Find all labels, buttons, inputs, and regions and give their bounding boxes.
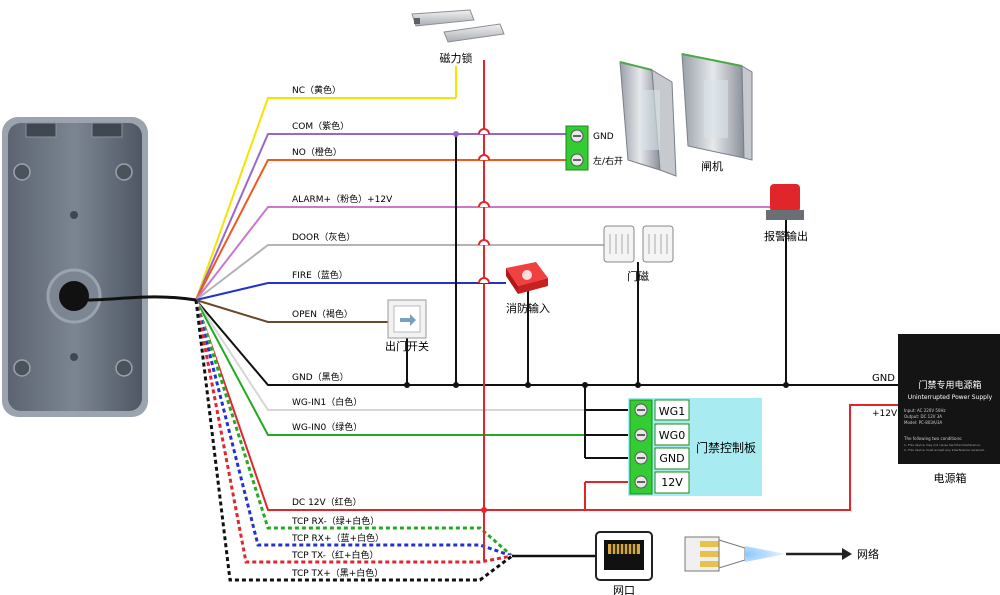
wire-label-wg-in1: WG-IN1（白色） <box>292 396 362 408</box>
gnd-bus <box>406 134 787 459</box>
psu-spec-2: Model: PC-803A/3A <box>904 420 943 425</box>
wire-label-alarm: ALARM+（粉色）+12V <box>292 193 393 205</box>
wire-label-gnd: GND（黑色） <box>292 371 349 383</box>
wire-tcp-tx-minus <box>194 299 513 564</box>
maglock-label: 磁力锁 <box>440 51 473 65</box>
power-box-label: 电源箱 <box>934 471 967 485</box>
reader-cable <box>87 295 197 302</box>
alarm-siren: 报警输出 <box>764 184 808 243</box>
wire-wg-in1 <box>195 299 630 411</box>
wire-gnd <box>195 299 898 386</box>
fire-call-point: 消防输入 <box>506 262 550 315</box>
controller-pin-wg0: WG0 <box>659 429 685 442</box>
wire-dc12v <box>195 299 484 511</box>
wire-label-fire: FIRE（蓝色） <box>292 269 348 281</box>
psu-spec-1: Output: DC 12V 3A <box>904 414 942 419</box>
alarm-label: 报警输出 <box>764 229 808 243</box>
wire-alarm <box>195 206 770 301</box>
psu-spec-0: Input: AC 220V 50Hz <box>904 408 946 413</box>
hop-marks <box>478 128 490 284</box>
wire-label-nc: NC（黄色） <box>292 84 341 96</box>
controller-pin-wg1: WG1 <box>659 405 685 418</box>
gate-terminal: GND 左/右开 <box>565 125 623 171</box>
psu-title-en: Uninterrupted Power Supply <box>908 394 993 401</box>
wire-label-com: COM（紫色） <box>292 120 349 132</box>
wire-tcp-rx-minus <box>194 299 513 558</box>
wire-label-door: DOOR（灰色） <box>292 231 355 243</box>
network-port: 网口 <box>595 531 653 595</box>
psu-note-1: 2. This device must accept any interfere… <box>904 448 985 452</box>
gate-terminal-side: 左/右开 <box>593 155 623 167</box>
magnetic-lock: 磁力锁 <box>411 9 505 65</box>
wire-wg-in0 <box>195 299 630 436</box>
psu-title-cn: 门禁专用电源箱 <box>918 379 981 391</box>
wire-label-open: OPEN（褐色） <box>292 308 353 320</box>
power-supply-box: 门禁专用电源箱 Uninterrupted Power Supply Input… <box>872 334 1000 485</box>
wire-open <box>195 299 388 323</box>
wire-tcp-rx-plus <box>194 299 513 558</box>
wire-nc <box>195 97 456 301</box>
controller-title: 门禁控制板 <box>696 440 756 455</box>
exit-button: 出门开关 <box>385 299 429 353</box>
network-label: 网络 <box>857 547 879 561</box>
door-sensor-label: 门磁 <box>627 269 649 283</box>
psu-note: The following two conditions: <box>903 436 962 441</box>
power-gnd-label: GND <box>872 373 895 384</box>
wire-door <box>195 244 604 301</box>
turnstile-gate: 闸机 <box>619 53 753 177</box>
wire-fire <box>195 282 506 301</box>
controller-pin-12v: 12V <box>661 476 683 489</box>
fire-label: 消防输入 <box>506 301 550 315</box>
wire-tcp-tx-plus <box>194 299 513 582</box>
door-sensor: 门磁 <box>603 225 674 283</box>
wire-harness: NC（黄色） COM（紫色） NO（橙色） ALARM+（粉色）+12V DOOR（灰色… <box>194 84 898 582</box>
wire-com <box>195 133 566 301</box>
controller-pin-gnd: GND <box>659 452 684 465</box>
exit-button-label: 出门开关 <box>385 339 429 353</box>
wire-label-tcp-tx-minus: TCP TX-（红+白色） <box>291 549 379 561</box>
power-12v-label: +12V <box>872 409 898 419</box>
network-port-label: 网口 <box>613 584 635 595</box>
gate-label: 闸机 <box>701 159 723 173</box>
gate-terminal-gnd: GND <box>593 132 614 142</box>
access-controller: WG1 WG0 GND 12V 门禁控制板 <box>628 398 762 496</box>
wire-no <box>195 159 566 301</box>
psu-note-0: 1. This device may not cause harmful int… <box>904 443 981 447</box>
wire-label-tcp-rx-plus: TCP RX+（蓝+白色） <box>291 532 384 544</box>
wire-label-no: NO（橙色） <box>292 146 342 158</box>
rj45-plug: 网络 <box>684 536 879 572</box>
wire-label-dc12v: DC 12V（红色） <box>292 496 362 508</box>
wire-label-tcp-rx-minus: TCP RX-（绿+白色） <box>291 515 379 527</box>
wire-label-wg-in0: WG-IN0（绿色） <box>292 421 362 433</box>
wire-label-tcp-tx-plus: TCP TX+（黑+白色） <box>291 567 383 579</box>
card-reader <box>2 117 148 417</box>
